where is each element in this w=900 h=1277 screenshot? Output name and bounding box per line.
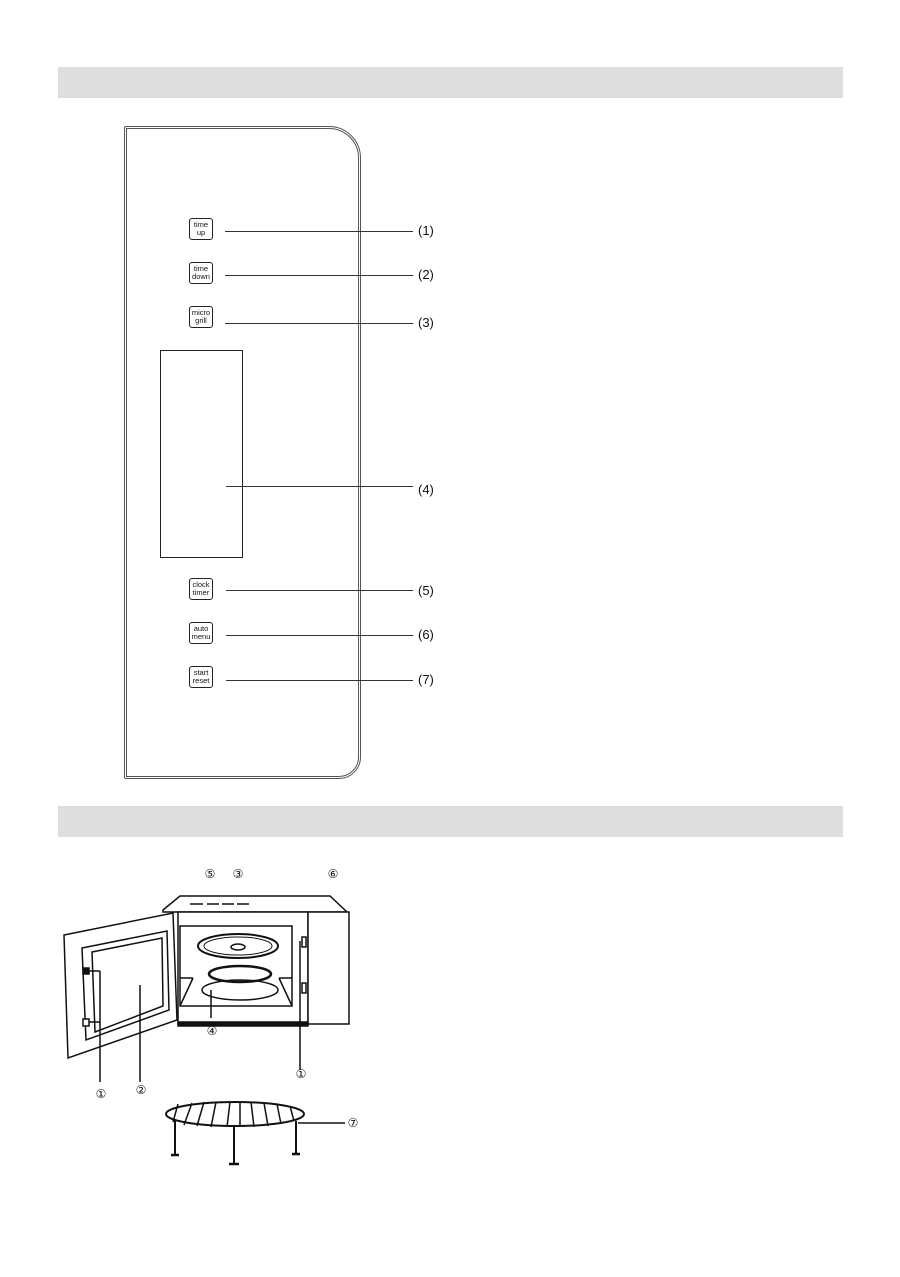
section-header-bar-2	[58, 806, 843, 837]
micro-grill-button[interactable]: micro grill	[189, 306, 213, 328]
callout-3: (3)	[418, 315, 434, 330]
leader-line-6	[226, 635, 413, 636]
time-down-button[interactable]: time down	[189, 262, 213, 284]
callout-6: (6)	[418, 627, 434, 642]
label-roller-ring: ④	[207, 1024, 218, 1038]
lcd-display	[160, 350, 243, 558]
leader-line-2	[225, 275, 413, 276]
leader-line-5	[226, 590, 413, 591]
label-door-latch-left: ①	[96, 1087, 107, 1101]
button-label-line2: reset	[192, 676, 210, 685]
callout-5: (5)	[418, 583, 434, 598]
clock-timer-button[interactable]: clock timer	[189, 578, 213, 600]
label-vent: ③	[233, 867, 244, 881]
label-turntable: ⑤	[205, 867, 216, 881]
button-label-line2: timer	[192, 588, 210, 597]
label-door-window: ②	[136, 1083, 147, 1097]
leader-line-3	[225, 323, 413, 324]
microwave-oven-diagram: ① ② ③ ④ ⑤ ⑥ ① ⑦	[63, 867, 359, 1166]
callout-1: (1)	[418, 223, 434, 238]
button-label-line2: menu	[191, 632, 211, 641]
leader-line-1	[225, 231, 413, 232]
button-label-line1: time	[193, 264, 209, 273]
leader-line-7	[226, 680, 413, 681]
section-header-bar-1	[58, 67, 843, 98]
auto-menu-button[interactable]: auto menu	[189, 622, 213, 644]
time-up-button[interactable]: time up	[189, 218, 213, 240]
label-control-panel: ⑥	[328, 867, 339, 881]
button-label-line2: grill	[195, 316, 207, 325]
button-label-line2: down	[192, 272, 210, 281]
button-label-line1: auto	[193, 624, 209, 633]
control-panel-outline	[124, 126, 361, 779]
button-label-line2: up	[196, 228, 206, 237]
button-label-line1: micro	[191, 308, 211, 317]
start-reset-button[interactable]: start reset	[189, 666, 213, 688]
button-label-line1: start	[193, 668, 209, 677]
button-label-line1: clock	[192, 580, 210, 589]
callout-2: (2)	[418, 267, 434, 282]
button-label-line1: time	[193, 220, 209, 229]
label-grill-rack: ⑦	[348, 1116, 359, 1130]
callout-4: (4)	[418, 482, 434, 497]
callout-7: (7)	[418, 672, 434, 687]
leader-line-4	[226, 486, 413, 487]
label-door-latch-right: ①	[296, 1067, 307, 1081]
